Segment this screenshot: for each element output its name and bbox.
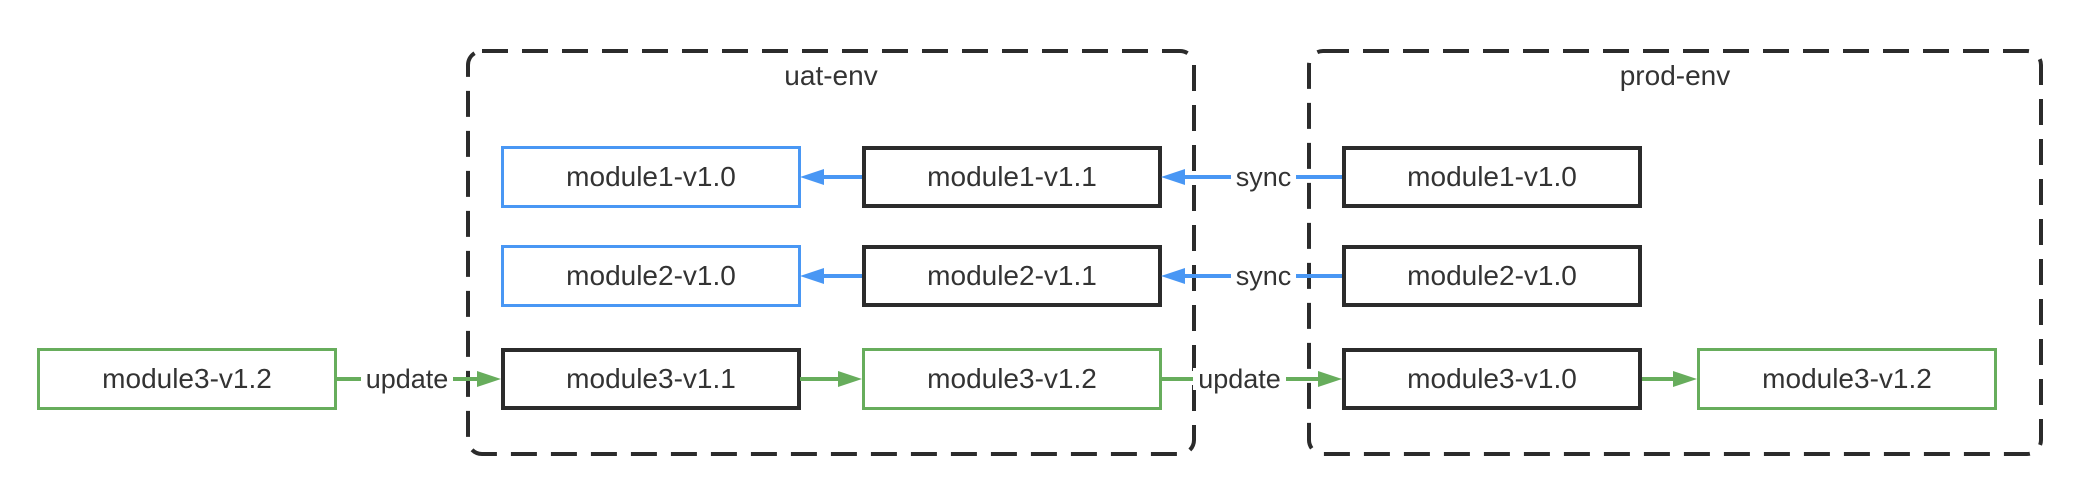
node-uat-module2-v1.0: module2-v1.0 bbox=[501, 245, 801, 307]
node-label: module1-v1.0 bbox=[566, 161, 736, 192]
arrowhead-left-icon bbox=[1161, 268, 1185, 284]
node-prod-module2-v1.0: module2-v1.0 bbox=[1342, 245, 1642, 307]
node-label: module1-v1.0 bbox=[1407, 161, 1577, 192]
node-uat-module1-v1.1: module1-v1.1 bbox=[862, 146, 1162, 208]
node-prod-module3-v1.2: module3-v1.2 bbox=[1697, 348, 1997, 410]
node-label: module3-v1.2 bbox=[102, 363, 272, 394]
edge-label-update: update bbox=[360, 366, 454, 393]
node-label: module3-v1.0 bbox=[1407, 363, 1577, 394]
arrow-sync-module1: sync bbox=[1161, 164, 1342, 191]
node-uat-module3-v1.2: module3-v1.2 bbox=[862, 348, 1162, 410]
node-label: module3-v1.2 bbox=[1762, 363, 1932, 394]
edge-label-update: update bbox=[1193, 366, 1286, 393]
edge-label-sync: sync bbox=[1230, 263, 1297, 290]
arrowhead-left-icon bbox=[800, 268, 824, 284]
node-label: module2-v1.1 bbox=[927, 260, 1097, 291]
prod-env-title: prod-env bbox=[1619, 60, 1731, 91]
arrow-uat-module1-rollover bbox=[800, 166, 862, 188]
arrowhead-right-icon bbox=[477, 371, 501, 387]
node-label: module3-v1.2 bbox=[927, 363, 1097, 394]
arrowhead-right-icon bbox=[1673, 371, 1697, 387]
node-label: module2-v1.0 bbox=[566, 260, 736, 291]
arrow-uat-module3-upgrade bbox=[800, 368, 862, 390]
node-uat-module2-v1.1: module2-v1.1 bbox=[862, 245, 1162, 307]
node-uat-module1-v1.0: module1-v1.0 bbox=[501, 146, 801, 208]
arrow-prod-module3-upgrade bbox=[1642, 368, 1697, 390]
node-uat-module3-v1.1: module3-v1.1 bbox=[501, 348, 801, 410]
node-prod-module1-v1.0: module1-v1.0 bbox=[1342, 146, 1642, 208]
edge-label-sync: sync bbox=[1230, 164, 1297, 191]
uat-env-title: uat-env bbox=[784, 60, 878, 91]
arrowhead-right-icon bbox=[1318, 371, 1342, 387]
arrowhead-left-icon bbox=[1161, 169, 1185, 185]
arrow-uat-module2-rollover bbox=[800, 265, 862, 287]
arrow-update-into-prod: update bbox=[1161, 366, 1342, 393]
node-label: module3-v1.1 bbox=[566, 363, 736, 394]
arrowhead-left-icon bbox=[800, 169, 824, 185]
arrow-update-into-uat: update bbox=[337, 366, 501, 393]
arrowhead-right-icon bbox=[838, 371, 862, 387]
node-label: module2-v1.0 bbox=[1407, 260, 1577, 291]
node-external-module3-v1.2: module3-v1.2 bbox=[37, 348, 337, 410]
node-prod-module3-v1.0: module3-v1.0 bbox=[1342, 348, 1642, 410]
arrow-sync-module2: sync bbox=[1161, 263, 1342, 290]
node-label: module1-v1.1 bbox=[927, 161, 1097, 192]
